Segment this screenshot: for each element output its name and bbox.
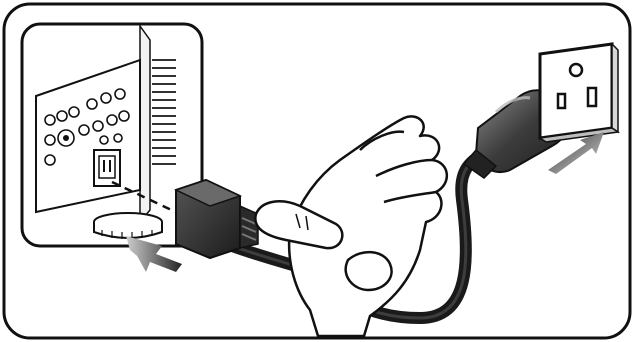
- outlet-ground-hole: [570, 64, 582, 76]
- outlet-slot-right: [588, 88, 596, 106]
- outlet-slot-left: [558, 94, 565, 108]
- ac-inlet-icon: [94, 150, 120, 186]
- wall-outlet-icon: [540, 44, 618, 142]
- projector-side: [140, 26, 150, 222]
- jack-center: [63, 135, 69, 141]
